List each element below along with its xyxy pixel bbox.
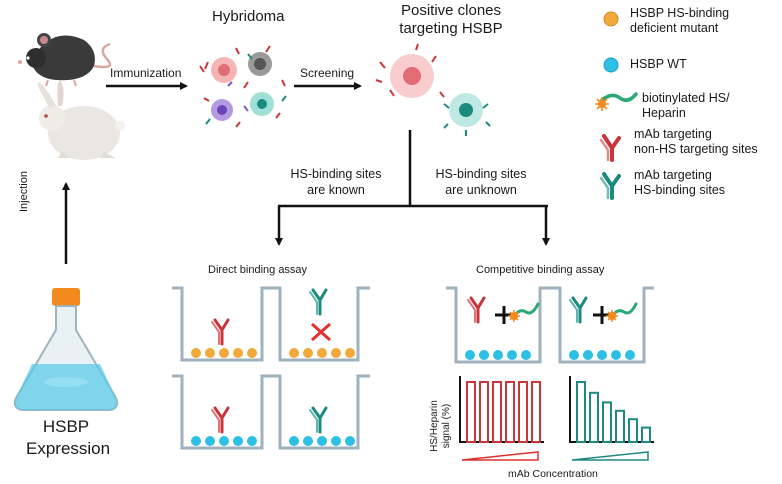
chart-bar <box>628 418 638 444</box>
legend-item-red-mab: mAb targeting non-HS targeting sites <box>634 127 758 156</box>
chart-bar <box>518 381 528 443</box>
heparin-icon <box>595 92 638 111</box>
blue-circle-icon <box>603 57 619 73</box>
hybridoma-cells <box>199 45 287 128</box>
orange-circle-icon <box>603 11 619 27</box>
positive-clones-cells <box>375 43 491 136</box>
legend-icons <box>595 11 638 200</box>
positive-clones-label: Positive clones targeting HSBP <box>396 2 506 38</box>
rabbit-icon <box>37 80 125 160</box>
chart-bar <box>602 401 612 443</box>
hybridoma-label: Hybridoma <box>212 8 285 25</box>
chart-bar <box>479 381 489 443</box>
chart-bar <box>531 381 541 443</box>
unknown-sites-label: HS-binding sites are unknown <box>424 166 538 198</box>
red-antibody-icon <box>599 134 621 162</box>
plus-icon <box>593 306 611 324</box>
unknown-line2: are unknown <box>445 183 517 197</box>
chart-xlabel: mAb Concentration <box>508 468 598 480</box>
concentration-wedge-teal <box>571 451 649 461</box>
immunization-label: Immunization <box>110 66 182 80</box>
positive-clones-line2: targeting HSBP <box>399 20 503 37</box>
chart-bar <box>505 381 515 443</box>
expression-line1: HSBP <box>42 417 90 436</box>
legend-item-heparin: biotinylated HS/ Heparin <box>642 91 730 120</box>
expression-line2: Expression <box>26 439 111 458</box>
direct-assay-wells <box>172 286 370 450</box>
known-sites-label: HS-binding sites are known <box>280 166 392 198</box>
chart-ylabel: HS/Heparin signal (%) <box>429 400 452 452</box>
chart-teal <box>569 376 654 461</box>
decision-tree-lines <box>275 130 550 246</box>
chart-red <box>459 376 544 461</box>
injection-label: Injection <box>18 171 30 212</box>
chart-bar <box>576 381 586 443</box>
concentration-wedge-red <box>461 451 539 461</box>
unknown-line1: HS-binding sites <box>435 167 527 181</box>
chart-bar <box>589 391 599 443</box>
chart-bar <box>466 381 476 443</box>
direct-assay-beads <box>191 348 355 446</box>
mouse-icon <box>18 33 112 87</box>
screening-label: Screening <box>300 66 355 80</box>
legend-item-mutant: HSBP HS-binding deficient mutant <box>630 6 730 35</box>
chart-bar <box>615 409 625 443</box>
positive-clones-line1: Positive clones <box>400 2 502 19</box>
known-line1: HS-binding sites <box>290 167 382 181</box>
known-line2: are known <box>307 183 365 197</box>
chart-bar <box>641 426 651 444</box>
legend-item-teal-mab: mAb targeting HS-binding sites <box>634 168 726 197</box>
hsbp-expression-label: HSBP Expression <box>26 416 111 460</box>
no-binding-cross-icon <box>311 322 331 342</box>
competitive-assay-wells <box>446 286 654 364</box>
flask-icon <box>13 288 119 411</box>
competitive-assay-beads <box>465 350 635 360</box>
teal-antibody-icon <box>599 172 621 200</box>
direct-assay-title: Direct binding assay <box>208 264 308 276</box>
plus-icon <box>495 306 513 324</box>
legend-item-wt: HSBP WT <box>630 57 687 71</box>
competitive-assay-title: Competitive binding assay <box>476 264 605 276</box>
chart-bar <box>492 381 502 443</box>
competitive-assay-reagents <box>466 296 638 324</box>
